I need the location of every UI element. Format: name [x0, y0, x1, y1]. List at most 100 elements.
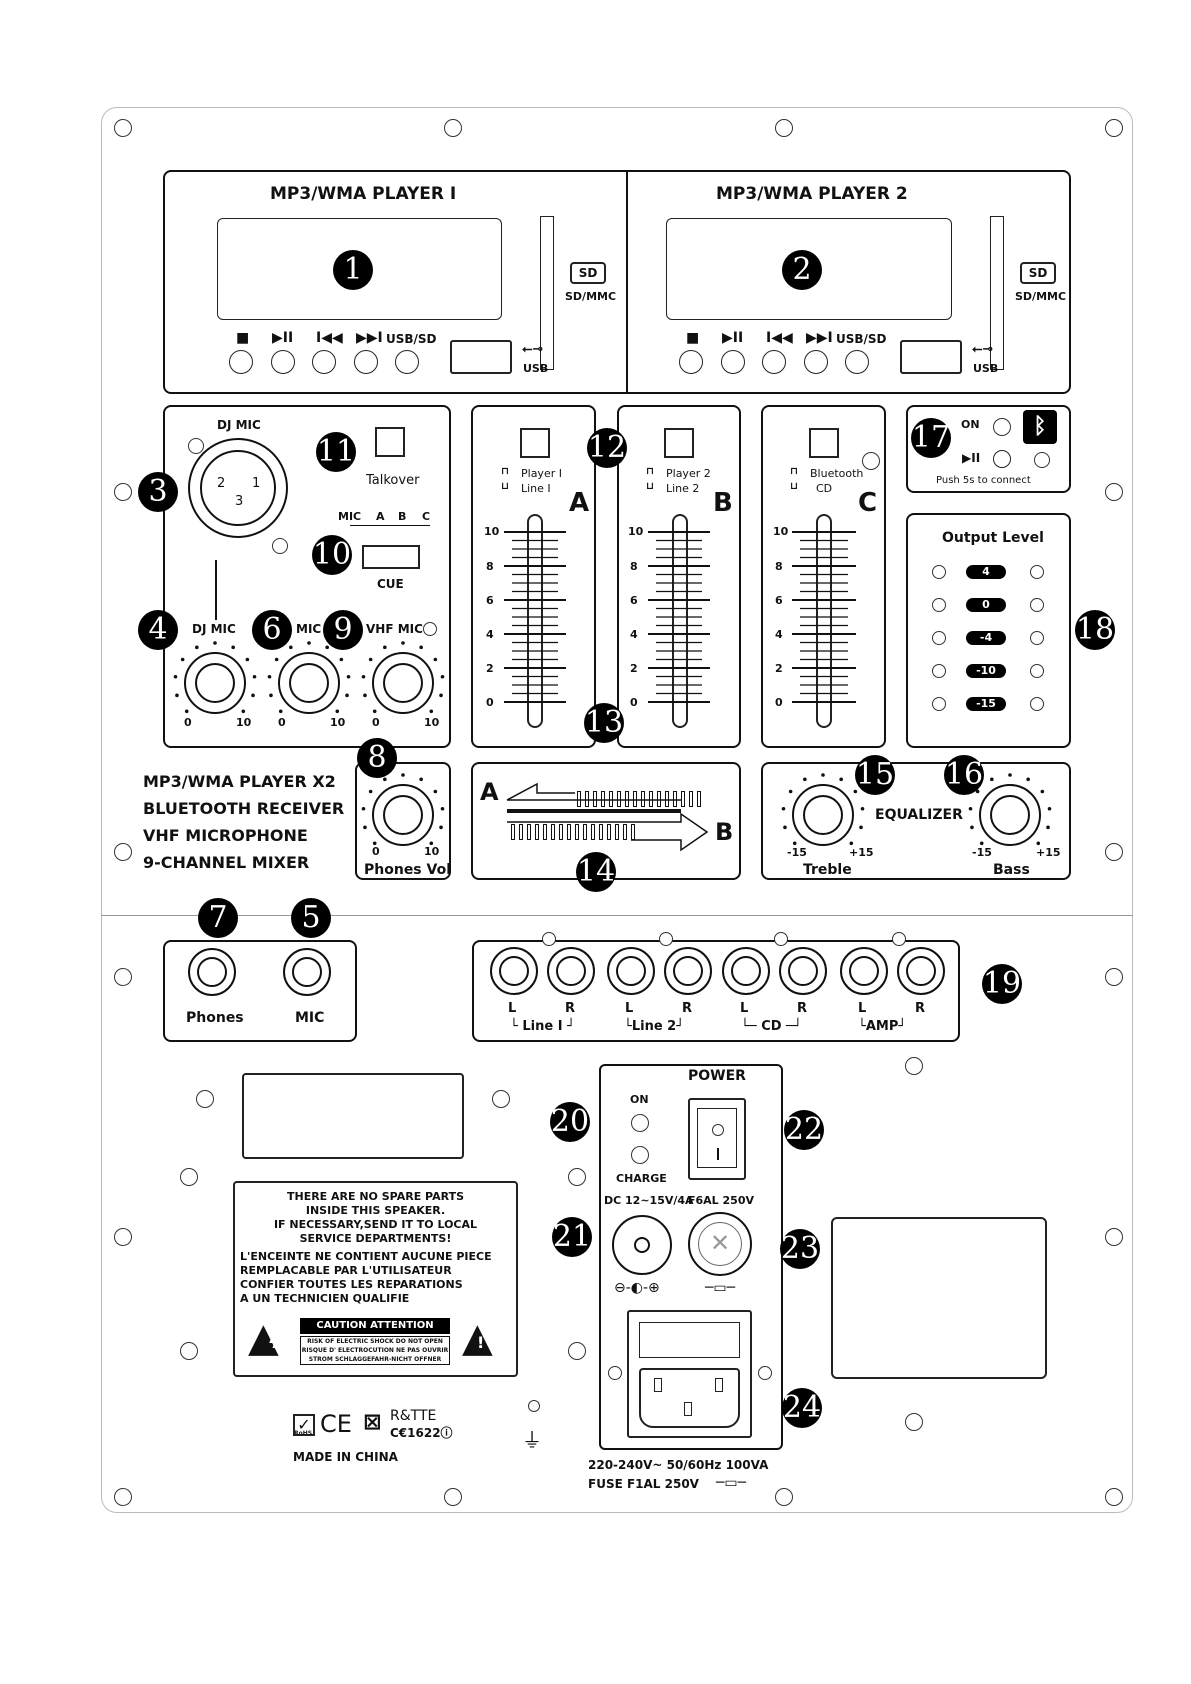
fader-b-scale-10: 10: [628, 525, 644, 538]
crossfader-bar-bottom: [567, 824, 571, 840]
cue-switch[interactable]: [362, 545, 420, 569]
player-2-usb-port[interactable]: [900, 340, 962, 374]
channel-a-source-2: Line I: [521, 482, 551, 495]
rca-jack[interactable]: [547, 947, 595, 995]
treble-knob[interactable]: [792, 784, 854, 846]
channel-b-fader-track[interactable]: [672, 514, 688, 728]
rca-screw: [542, 932, 556, 946]
screw: [1105, 1488, 1123, 1506]
rca-channel-label: L: [508, 1001, 517, 1016]
talkover-button[interactable]: [375, 427, 405, 457]
fader-c-scale-10: 10: [773, 525, 789, 538]
player-1-card-label: SD/MMC: [565, 290, 617, 303]
knob-scale-dot: [345, 693, 349, 698]
output-level-minus-15: -15: [966, 697, 1006, 711]
fuse-holder[interactable]: [688, 1212, 752, 1276]
output-level-4: 4: [966, 565, 1006, 579]
rca-screw: [774, 932, 788, 946]
channel-b-source-button[interactable]: [664, 428, 694, 458]
player-2-stop-button[interactable]: [679, 350, 703, 374]
crossfader-bar-bottom: [575, 824, 579, 840]
knob-scale-dot: [968, 806, 973, 811]
phones-vol-label: Phones Vol: [364, 862, 452, 878]
iec-fuse-drawer[interactable]: [639, 1322, 740, 1358]
bluetooth-status-led: [1034, 452, 1050, 468]
fader-b-scale-6: 6: [630, 594, 638, 607]
previous-icon: I◀◀: [316, 330, 343, 346]
channel-a-fader-track[interactable]: [527, 514, 543, 728]
power-on-symbol: [712, 1124, 724, 1136]
knob-scale-dot: [368, 789, 373, 794]
channel-a-source-button[interactable]: [520, 428, 550, 458]
player-1-play-button[interactable]: [271, 350, 295, 374]
mic-volume-knob[interactable]: [278, 652, 340, 714]
cue-b-label: B: [398, 510, 407, 523]
feature-line-3: VHF MICROPHONE: [143, 826, 308, 845]
channel-c-fader-track[interactable]: [816, 514, 832, 728]
fader-c-scale-6: 6: [775, 594, 783, 607]
knob-scale-dot: [788, 789, 793, 794]
crossfader-bar-top: [585, 791, 589, 807]
vhf-knob-label: VHF MIC: [366, 622, 423, 636]
crossfader-bar-top: [649, 791, 653, 807]
knob-scale-dot: [419, 777, 423, 782]
vhf-mic-volume-knob[interactable]: [372, 652, 434, 714]
knob-scale-dot: [860, 806, 865, 811]
rca-channel-label: R: [797, 1001, 808, 1016]
player-1-usb-port[interactable]: [450, 340, 512, 374]
channel-a-source-1: Player I: [521, 467, 562, 480]
rca-jack[interactable]: [490, 947, 538, 995]
player-2-next-button[interactable]: [804, 350, 828, 374]
knob-scale-dot: [245, 657, 250, 662]
iec-screw: [608, 1366, 622, 1380]
xlr-input[interactable]: [188, 438, 288, 538]
dj-mic-volume-knob[interactable]: [184, 652, 246, 714]
mic-jack[interactable]: [283, 948, 331, 996]
power-switch[interactable]: [688, 1098, 746, 1180]
player-2-play-button[interactable]: [721, 350, 745, 374]
knob-scale-dot: [361, 806, 366, 811]
channel-b-source-1: Player 2: [666, 467, 711, 480]
screw: [114, 483, 132, 501]
player-1-usbsd-button[interactable]: [395, 350, 419, 374]
crossfader-bar-top: [625, 791, 629, 807]
phones-volume-knob[interactable]: [372, 784, 434, 846]
bluetooth-push-label: Push 5s to connect: [936, 475, 1031, 486]
fuse-symbol-icon: ─▭─: [716, 1475, 747, 1491]
crossfader-bar-top: [689, 791, 693, 807]
screw: [444, 1488, 462, 1506]
rca-jack[interactable]: [779, 947, 827, 995]
player-1-prev-button[interactable]: [312, 350, 336, 374]
dj-mic-knob-label: DJ MIC: [192, 622, 236, 636]
rca-jack[interactable]: [722, 947, 770, 995]
player-2-card-slot[interactable]: [990, 216, 1004, 370]
player-1-stop-button[interactable]: [229, 350, 253, 374]
channel-b-strip: [617, 405, 741, 748]
callout-4: 4: [138, 610, 178, 650]
knob-scale-dot: [970, 825, 974, 830]
bass-knob[interactable]: [979, 784, 1041, 846]
screw: [1105, 483, 1123, 501]
channel-c-source-button[interactable]: [809, 428, 839, 458]
rca-jack[interactable]: [664, 947, 712, 995]
crossfader-bar-top: [593, 791, 597, 807]
xlr-pin-2: 2: [217, 476, 226, 491]
screw: [114, 843, 132, 861]
player-1-card-slot[interactable]: [540, 216, 554, 370]
player-2-usbsd-button[interactable]: [845, 350, 869, 374]
rca-jack[interactable]: [840, 947, 888, 995]
play-pause-icon: ▶II: [272, 330, 294, 346]
iec-inlet[interactable]: [627, 1310, 752, 1438]
mic-jack-label: MIC: [295, 1010, 325, 1026]
player-2-prev-button[interactable]: [762, 350, 786, 374]
rca-jack[interactable]: [607, 947, 655, 995]
dc-input-jack[interactable]: [612, 1215, 672, 1275]
mains-label: 220-240V~ 50/60Hz 100VA: [588, 1458, 769, 1472]
phones-jack[interactable]: [188, 948, 236, 996]
bluetooth-pair-button[interactable]: [993, 450, 1011, 468]
knob-scale-dot: [180, 657, 185, 662]
knob-scale-dot: [267, 674, 272, 679]
notified-body-label: C€1622ⓘ: [390, 1426, 453, 1440]
rca-jack[interactable]: [897, 947, 945, 995]
player-1-next-button[interactable]: [354, 350, 378, 374]
